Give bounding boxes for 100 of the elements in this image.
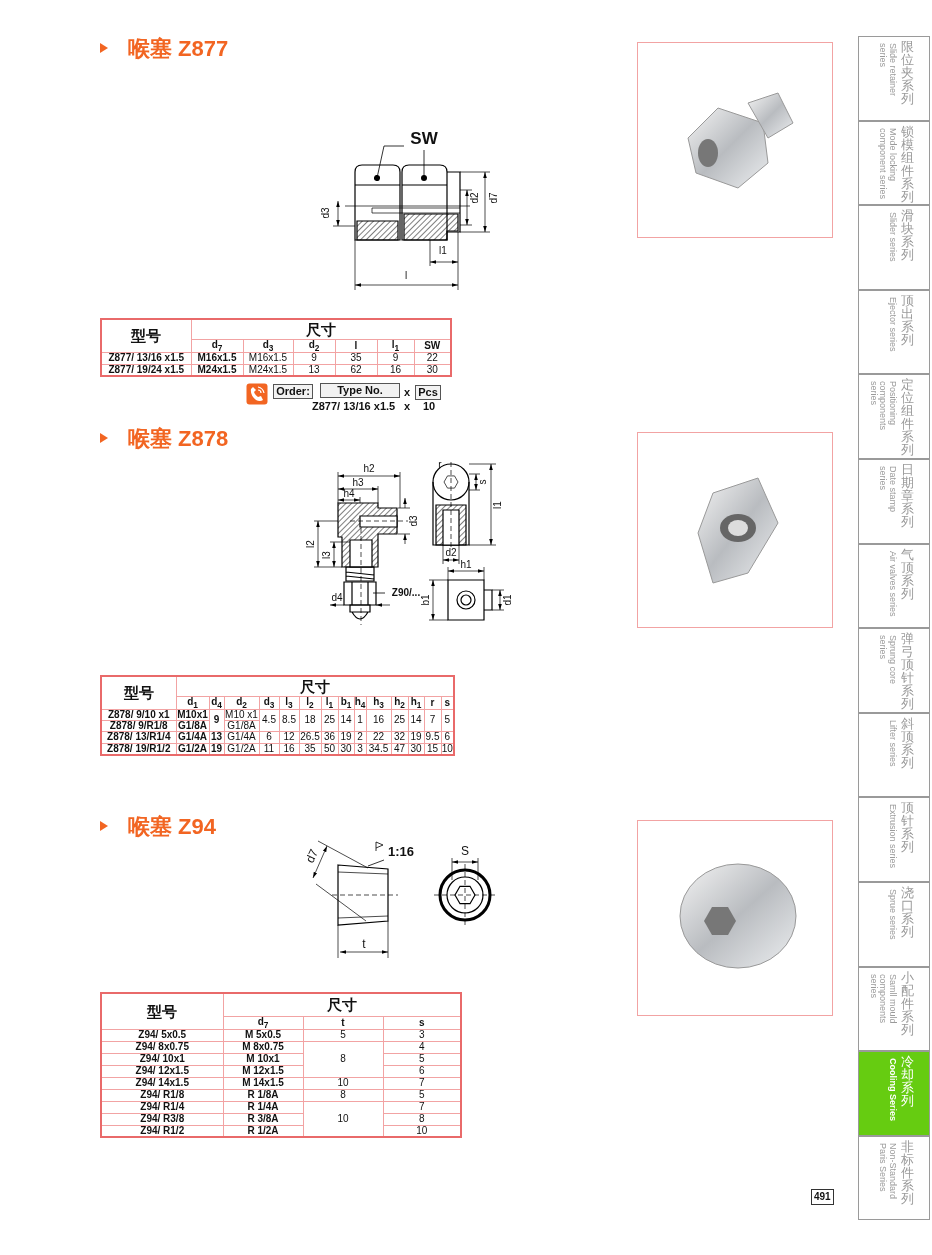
tab-subtitle: Date stamp series <box>878 466 897 515</box>
table-cell: 8 <box>383 1113 461 1126</box>
tab-subtitle: Air valves series <box>887 550 897 619</box>
table-cell: 19 <box>338 731 354 744</box>
table-cell: 26.5 <box>299 731 321 744</box>
table-cell: 19 <box>408 731 424 744</box>
order-field: Type No. <box>320 383 400 398</box>
table-cell: 6 <box>383 1065 461 1078</box>
table-cell: 7 <box>383 1101 461 1114</box>
tab-subtitle: Non-Standard Paris Series <box>878 1142 897 1201</box>
table-cell: Z878/ 9/R1/8 <box>101 720 176 732</box>
table-cell: d$_{3}$ <box>259 696 279 710</box>
tab-title: 限位夹系列 <box>899 40 915 105</box>
dimension-label: b1 <box>421 594 431 606</box>
tab-title: 定位组件系列 <box>899 378 915 457</box>
dimension-label: h3 <box>352 478 364 488</box>
table-cell: 9 <box>209 709 224 732</box>
table-cell: M 10x1 <box>223 1053 303 1066</box>
series-tab <box>858 120 930 206</box>
tab-title: 气顶系列 <box>899 547 915 600</box>
order-text: 10 <box>423 400 436 413</box>
series-tab <box>858 628 930 713</box>
table-cell: Z877/ 13/16 x1.5 <box>101 352 191 365</box>
header-cell: 型号 <box>101 993 223 1030</box>
series-tab <box>858 1135 930 1221</box>
dimension-label: s <box>478 479 488 485</box>
series-tab <box>858 1051 930 1136</box>
table-cell: 35 <box>335 352 377 365</box>
table-cell: 4.5 <box>259 709 279 732</box>
table-cell: M10 x1 <box>224 709 259 721</box>
table-cell: 19 <box>209 743 224 756</box>
series-tab <box>858 374 930 459</box>
table-cell: 50 <box>321 743 338 756</box>
table-cell: d$_{4}$ <box>209 696 224 710</box>
table-cell: G1/8A <box>176 720 209 732</box>
table-cell: 25 <box>391 709 408 732</box>
table-cell: 14 <box>408 709 424 732</box>
table-cell: l$_{1}$ <box>321 696 338 710</box>
callout-label: 1:16 <box>384 844 418 860</box>
table-cell: 12 <box>279 731 299 744</box>
table-cell: M10x1 <box>176 709 209 721</box>
dimension-label: d7 <box>489 192 499 204</box>
table-cell: Z94/ 10x1 <box>101 1053 223 1066</box>
table-cell: 5 <box>383 1053 461 1066</box>
leader-line <box>372 592 386 594</box>
series-tab <box>858 712 930 798</box>
dimension-label: h1 <box>460 560 472 570</box>
tab-subtitle: Lifter series <box>887 719 897 769</box>
table-cell: Z94/ R3/8 <box>101 1113 223 1126</box>
table-cell: d$_{2}$ <box>293 339 335 353</box>
table-cell: 14 <box>338 709 354 732</box>
table-cell: d$_{7}$ <box>191 339 243 353</box>
table-cell: Z94/ 14x1.5 <box>101 1077 223 1090</box>
page-number: 491 <box>811 1189 834 1205</box>
tab-subtitle: Cooling Series <box>887 1058 897 1124</box>
dimension-label: l <box>404 271 408 281</box>
table-cell: 15 <box>424 743 441 756</box>
table-cell: h$_{2}$ <box>391 696 408 710</box>
table-cell: 3 <box>383 1029 461 1042</box>
tab-title: 浇口系列 <box>899 886 915 938</box>
table-cell: Z94/ 12x1.5 <box>101 1065 223 1078</box>
table-cell: 8.5 <box>279 709 299 732</box>
tab-subtitle: Slider series <box>887 212 897 264</box>
tab-subtitle: Sprue series <box>887 889 897 942</box>
dimension-label: r <box>438 460 442 470</box>
table-cell: 8 <box>303 1041 383 1078</box>
tab-title: 顶出系列 <box>899 293 915 346</box>
table-cell: Z878/ 9/10 x1 <box>101 709 176 721</box>
table-cell: 2 <box>354 731 366 744</box>
table-cell: G1/4A <box>224 731 259 744</box>
table-cell: 1 <box>354 709 366 732</box>
table-cell: 16 <box>366 709 391 732</box>
dimension-label: d3 <box>321 207 331 219</box>
table-cell: G1/2A <box>176 743 209 756</box>
table-cell: 36 <box>321 731 338 744</box>
table-cell: M16x1.5 <box>243 352 293 365</box>
table-cell: G1/4A <box>176 731 209 744</box>
table-cell: 7 <box>383 1077 461 1090</box>
table-cell: Z94/ R1/4 <box>101 1101 223 1114</box>
table-cell: R 1/4A <box>223 1101 303 1114</box>
table-cell: 3 <box>354 743 366 756</box>
table-cell: 47 <box>391 743 408 756</box>
table-cell: 25 <box>321 709 338 732</box>
dimension-label: h2 <box>363 464 375 474</box>
table-cell: 7 <box>424 709 441 732</box>
section-heading: 喉塞 Z94 <box>128 814 217 840</box>
table-cell: 5 <box>303 1029 383 1042</box>
order-text: Z877/ 13/16 x1.5 <box>312 400 396 413</box>
series-tab <box>858 543 930 629</box>
table-cell: r <box>424 696 441 710</box>
table-cell: R 1/8A <box>223 1089 303 1102</box>
order-field: Pcs <box>415 385 441 400</box>
table-cell: M 5x0.5 <box>223 1029 303 1042</box>
series-tab <box>858 289 930 375</box>
table-cell: 18 <box>299 709 321 732</box>
tab-title: 非标件系列 <box>899 1139 915 1205</box>
table-cell: h$_{3}$ <box>366 696 391 710</box>
table-cell: M 12x1.5 <box>223 1065 303 1078</box>
series-tab <box>858 459 930 544</box>
table-cell: 4 <box>383 1041 461 1054</box>
